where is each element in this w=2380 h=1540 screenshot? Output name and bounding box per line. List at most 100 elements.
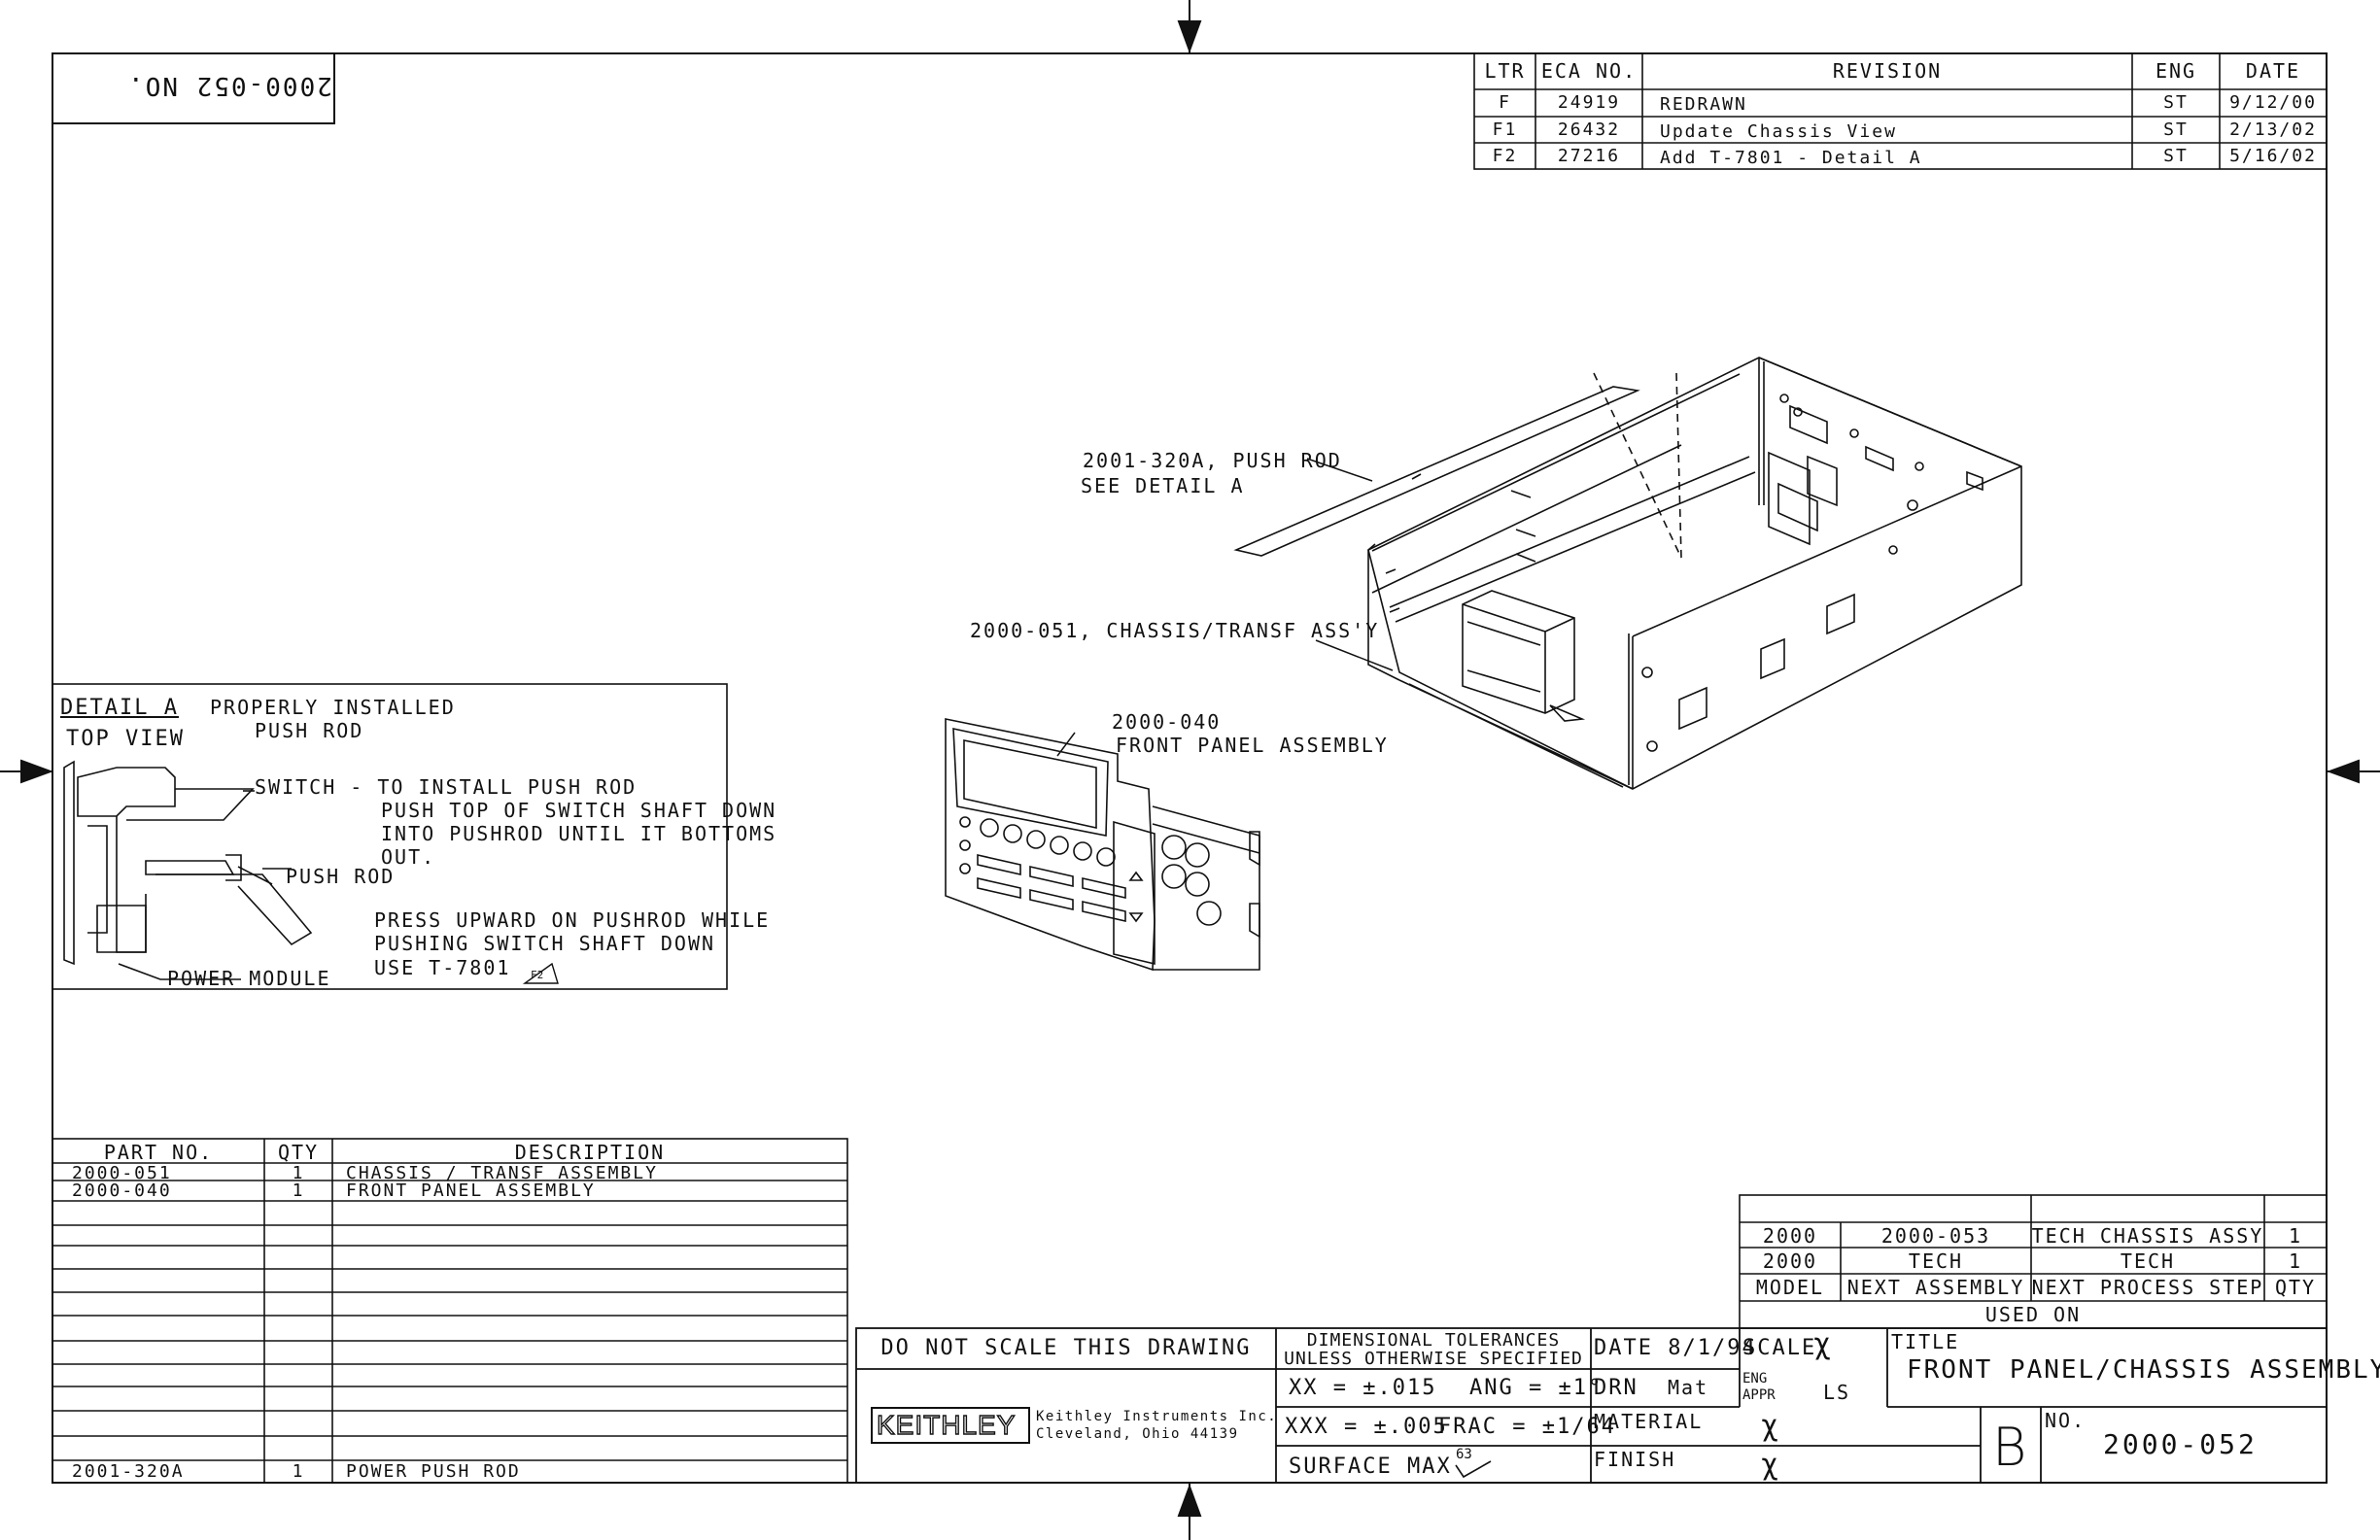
date-field: DATE 8/1/94 xyxy=(1594,1336,1757,1360)
used-on-qty: 1 xyxy=(2288,1249,2303,1273)
parts-row-qty: 1 xyxy=(292,1461,305,1482)
parts-row-desc: FRONT PANEL ASSEMBLY xyxy=(346,1181,596,1201)
used-on-next-process: TECH CHASSIS ASSY xyxy=(2031,1224,2264,1248)
detail-a-drawing xyxy=(63,760,559,984)
detail-a-installed-line2: PUSH ROD xyxy=(255,719,364,742)
detail-a-power-module: POWER MODULE xyxy=(167,967,331,990)
detail-a-press-line2: PUSHING SWITCH SHAFT DOWN xyxy=(374,932,716,955)
rev-row-ltr: F1 xyxy=(1492,120,1518,140)
rev-row-eca: 27216 xyxy=(1557,146,1621,166)
drawn-by-label: DRN xyxy=(1594,1376,1638,1400)
company-address: Cleveland, Ohio 44139 xyxy=(1036,1426,1239,1442)
parts-row-part: 2000-051 xyxy=(72,1163,172,1183)
rev-header-revision: REVISION xyxy=(1832,59,1943,83)
detail-a-press-line1: PRESS UPWARD ON PUSHROD WHILE xyxy=(374,908,771,932)
rev-header-date: DATE xyxy=(2245,59,2301,83)
detail-a-subtitle: TOP VIEW xyxy=(66,727,185,751)
surface-finish-symbol xyxy=(1455,1460,1492,1479)
surface-finish-label: SURFACE MAX xyxy=(1289,1454,1452,1479)
callout-chassis: 2000-051, CHASSIS/TRANSF ASS'Y xyxy=(970,619,1380,642)
used-on-next-assembly: 2000-053 xyxy=(1880,1224,1991,1248)
rev-row-date: 2/13/02 xyxy=(2229,120,2317,140)
number-box-value: 2000-052 xyxy=(194,71,332,100)
parts-row-qty: 1 xyxy=(292,1163,305,1183)
eng-label: ENG xyxy=(1742,1371,1768,1386)
tolerance-heading-2: UNLESS OTHERWISE SPECIFIED xyxy=(1284,1349,1583,1369)
surface-finish-value: 63 xyxy=(1456,1447,1472,1462)
appr-label: APPR xyxy=(1742,1387,1776,1403)
drawing-size: B xyxy=(1992,1417,2027,1478)
number-box-frame xyxy=(52,52,335,124)
used-on-header-next-process: NEXT PROCESS STEP xyxy=(2031,1276,2264,1299)
rev-row-ltr: F2 xyxy=(1492,146,1518,166)
detail-a-switch-line4: OUT. xyxy=(381,845,436,869)
parts-row-part: 2001-320A xyxy=(72,1461,185,1482)
finish-label: FINISH xyxy=(1594,1448,1676,1471)
rev-row-eng: ST xyxy=(2163,146,2189,166)
callout-front-panel-number: 2000-040 xyxy=(1112,710,1222,734)
scale-value: χ xyxy=(1813,1327,1832,1361)
rev-row-eng: ST xyxy=(2163,120,2189,140)
tolerance-angle: ANG = ±1° xyxy=(1469,1376,1604,1400)
tolerance-fraction: FRAC = ±1/64 xyxy=(1438,1415,1616,1439)
detail-a-frame xyxy=(52,683,728,990)
detail-a-push-rod-label: PUSH ROD xyxy=(286,865,396,888)
rev-header-eca: ECA NO. xyxy=(1540,59,1638,83)
parts-row-desc: POWER PUSH ROD xyxy=(346,1461,521,1482)
callout-push-rod: 2001-320A, PUSH ROD xyxy=(1083,449,1342,472)
front-panel-drawing xyxy=(945,718,1260,972)
rev-row-date: 9/12/00 xyxy=(2229,92,2317,113)
parts-header-part: PART NO. xyxy=(103,1141,214,1164)
rev-row-ltr: F xyxy=(1499,92,1511,113)
rev-row-revision: Add T-7801 - Detail A xyxy=(1660,148,1922,168)
rev-row-date: 5/16/02 xyxy=(2229,146,2317,166)
rev-header-eng: ENG xyxy=(2155,59,2197,83)
rev-row-eca: 26432 xyxy=(1557,120,1621,140)
used-on-header-next-assembly: NEXT ASSEMBLY xyxy=(1846,1276,2025,1299)
detail-a-installed-line1: PROPERLY INSTALLED xyxy=(210,696,456,719)
detail-a-press-line3: USE T-7801 xyxy=(374,956,511,979)
used-on-model: 2000 xyxy=(1762,1249,1818,1273)
parts-row-desc: CHASSIS / TRANSF ASSEMBLY xyxy=(346,1163,658,1183)
rev-row-eng: ST xyxy=(2163,92,2189,113)
used-on-header-qty: QTY xyxy=(2274,1276,2317,1299)
used-on-qty: 1 xyxy=(2288,1224,2303,1248)
tolerance-xxx: XXX = ±.005 xyxy=(1285,1415,1448,1439)
detail-a-title: DETAIL A xyxy=(60,696,179,720)
company-name: Keithley Instruments Inc. xyxy=(1036,1409,1278,1424)
chassis-drawing xyxy=(1233,357,2022,790)
parts-header-desc: DESCRIPTION xyxy=(514,1141,666,1164)
front-panel-buttons xyxy=(959,816,1222,926)
title-block-lines xyxy=(855,1327,2328,1484)
eng-appr-value: LS xyxy=(1823,1381,1851,1404)
number-box: 2000-052 NO. xyxy=(126,71,366,129)
drawing-number-value: 2000-052 xyxy=(2103,1428,2258,1460)
used-on-caption: USED ON xyxy=(1984,1303,2082,1326)
finish-value: χ xyxy=(1761,1448,1779,1482)
rev-header-ltr: LTR xyxy=(1484,59,1526,83)
parts-header-qty: QTY xyxy=(277,1141,320,1164)
callout-push-rod-detail: SEE DETAIL A xyxy=(1081,474,1245,497)
used-on-next-process: TECH xyxy=(2120,1249,2176,1273)
parts-row-part: 2000-040 xyxy=(72,1181,172,1201)
material-value: χ xyxy=(1761,1409,1779,1443)
keithley-logo-frame xyxy=(871,1407,1030,1444)
drawing-title: FRONT PANEL/CHASSIS ASSEMBLY xyxy=(1907,1355,2380,1385)
number-box-label: NO. xyxy=(126,71,178,100)
detail-a-switch-line3: INTO PUSHROD UNTIL IT BOTTOMS xyxy=(381,822,777,845)
detail-a-switch-line1: SWITCH - TO INSTALL PUSH ROD xyxy=(255,775,638,799)
do-not-scale-note: DO NOT SCALE THIS DRAWING xyxy=(880,1336,1252,1360)
used-on-header-model: MODEL xyxy=(1755,1276,1825,1299)
tolerance-xx: XX = ±.015 xyxy=(1289,1376,1437,1400)
callout-front-panel-name: FRONT PANEL ASSEMBLY xyxy=(1116,734,1389,757)
rev-row-revision: REDRAWN xyxy=(1660,94,1747,115)
title-label: TITLE xyxy=(1891,1330,1960,1353)
scale-label: SCALE xyxy=(1742,1336,1817,1360)
used-on-next-assembly: TECH xyxy=(1908,1249,1964,1273)
rev-row-revision: Update Chassis View xyxy=(1660,121,1897,142)
parts-list-lines xyxy=(52,1138,848,1484)
parts-row-qty: 1 xyxy=(292,1181,305,1201)
keithley-logo: KEITHLEY xyxy=(876,1409,1017,1440)
